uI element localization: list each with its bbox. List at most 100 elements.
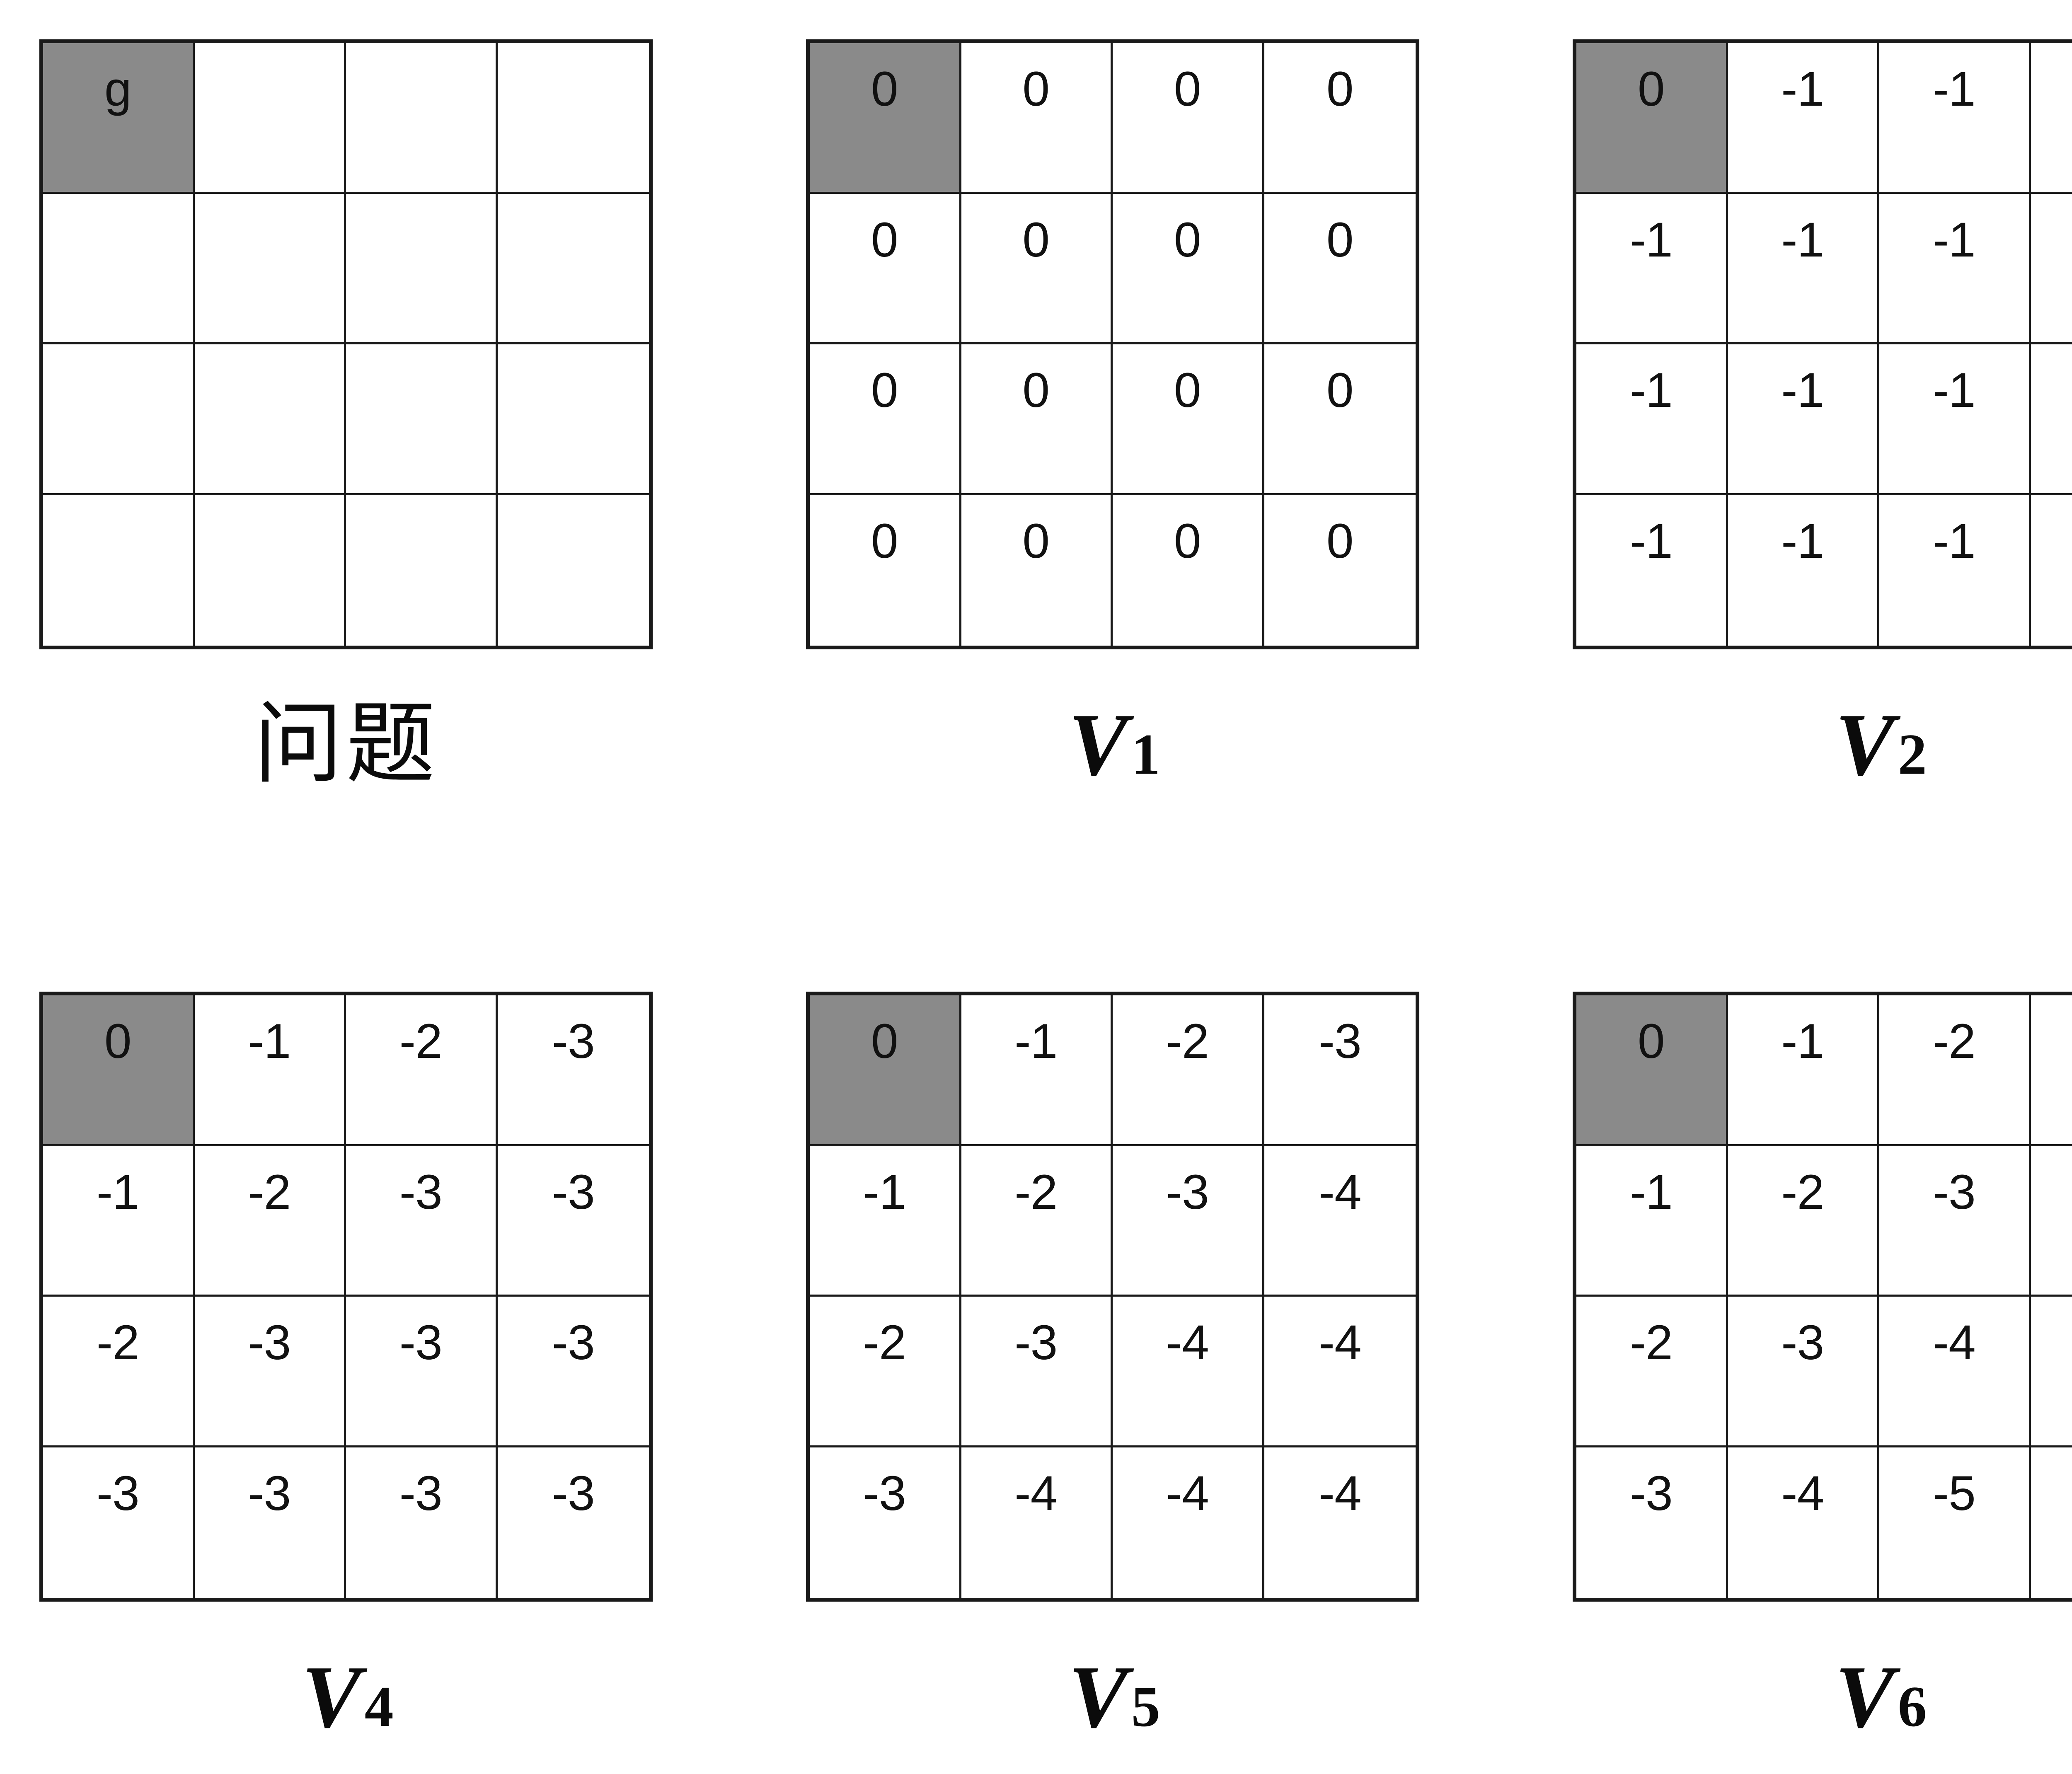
grid-cell-v4-r0-c1[interactable]: -1 (194, 995, 346, 1146)
grid-cell-v4-r3-c3[interactable]: -3 (497, 1447, 649, 1598)
grid-cell-v2-r1-c2[interactable]: -1 (1879, 194, 2031, 344)
grid-cell-v4-r0-c3[interactable]: -3 (497, 995, 649, 1146)
grid-cell-problem-r1-c3[interactable] (497, 194, 649, 344)
grid-cell-v5-r1-c0[interactable]: -1 (810, 1146, 961, 1297)
grid-cell-v2-r2-c1[interactable]: -1 (1728, 344, 1879, 495)
grid-cell-problem-r3-c2[interactable] (346, 495, 498, 646)
grid-cell-v1-r1-c2[interactable]: 0 (1113, 194, 1264, 344)
grid-cell-v6-r0-c0[interactable]: 0 (1576, 995, 1728, 1146)
grid-cell-v1-r0-c3[interactable]: 0 (1264, 43, 1416, 194)
grid-cell-v2-r1-c3[interactable]: -1 (2031, 194, 2072, 344)
grid-cell-v5-r3-c1[interactable]: -4 (961, 1447, 1113, 1598)
grid-cell-v6-r2-c0[interactable]: -2 (1576, 1297, 1728, 1447)
grid-cell-v1-r3-c0[interactable]: 0 (810, 495, 961, 646)
grid-cell-problem-r0-c3[interactable] (497, 43, 649, 194)
grid-cell-problem-r3-c0[interactable] (43, 495, 195, 646)
grid-cell-problem-r2-c0[interactable] (43, 344, 195, 495)
grid-cell-problem-r0-c2[interactable] (346, 43, 498, 194)
grid-cell-v6-r1-c3[interactable]: -4 (2031, 1146, 2072, 1297)
grid-cell-v2-r3-c1[interactable]: -1 (1728, 495, 1879, 646)
grid-cell-v1-r2-c3[interactable]: 0 (1264, 344, 1416, 495)
grid-cell-v5-r3-c2[interactable]: -4 (1113, 1447, 1264, 1598)
grid-cell-v4-r2-c3[interactable]: -3 (497, 1297, 649, 1447)
grid-cell-problem-r0-c0[interactable]: g (43, 43, 195, 194)
grid-cell-v4-r2-c2[interactable]: -3 (346, 1297, 498, 1447)
grid-cell-problem-r2-c1[interactable] (194, 344, 346, 495)
grid-cell-v4-r1-c2[interactable]: -3 (346, 1146, 498, 1297)
grid-cell-v6-r2-c3[interactable]: -5 (2031, 1297, 2072, 1447)
grid-cell-v1-r0-c2[interactable]: 0 (1113, 43, 1264, 194)
grid-cell-v5-r2-c1[interactable]: -3 (961, 1297, 1113, 1447)
grid-cell-v5-r0-c3[interactable]: -3 (1264, 995, 1416, 1146)
grid-cell-v5-r3-c0[interactable]: -3 (810, 1447, 961, 1598)
grid-cell-v2-r0-c2[interactable]: -1 (1879, 43, 2031, 194)
grid-cell-v1-r3-c3[interactable]: 0 (1264, 495, 1416, 646)
grid-cell-v6-r0-c3[interactable]: -3 (2031, 995, 2072, 1146)
grid-cell-v1-r2-c1[interactable]: 0 (961, 344, 1113, 495)
grid-cell-v1-r3-c2[interactable]: 0 (1113, 495, 1264, 646)
grid-cell-v5-r0-c0[interactable]: 0 (810, 995, 961, 1146)
grid-cell-v4-r3-c0[interactable]: -3 (43, 1447, 195, 1598)
grid-cell-v5-r2-c2[interactable]: -4 (1113, 1297, 1264, 1447)
grid-cell-v5-r1-c3[interactable]: -4 (1264, 1146, 1416, 1297)
grid-cell-v6-r0-c2[interactable]: -2 (1879, 995, 2031, 1146)
grid-cell-v5-r2-c0[interactable]: -2 (810, 1297, 961, 1447)
grid-cell-v6-r2-c2[interactable]: -4 (1879, 1297, 2031, 1447)
grid-cell-problem-r2-c2[interactable] (346, 344, 498, 495)
grid-cell-v4-r3-c2[interactable]: -3 (346, 1447, 498, 1598)
grid-cell-v2-r2-c2[interactable]: -1 (1879, 344, 2031, 495)
grid-cell-v2-r1-c1[interactable]: -1 (1728, 194, 1879, 344)
grid-cell-v1-r2-c2[interactable]: 0 (1113, 344, 1264, 495)
grid-cell-v2-r2-c3[interactable]: -1 (2031, 344, 2072, 495)
grid-cell-v6-r1-c0[interactable]: -1 (1576, 1146, 1728, 1297)
grid-cell-v5-r3-c3[interactable]: -4 (1264, 1447, 1416, 1598)
grid-cell-v6-r3-c1[interactable]: -4 (1728, 1447, 1879, 1598)
value-grid-v2: 0-1-1-1-1-1-1-1-1-1-1-1-1-1-1-1 (1573, 39, 2072, 649)
grid-cell-v4-r0-c0[interactable]: 0 (43, 995, 195, 1146)
grid-cell-v6-r2-c1[interactable]: -3 (1728, 1297, 1879, 1447)
grid-cell-v6-r1-c2[interactable]: -3 (1879, 1146, 2031, 1297)
grid-cell-problem-r1-c0[interactable] (43, 194, 195, 344)
grid-cell-v4-r1-c0[interactable]: -1 (43, 1146, 195, 1297)
grid-cell-v5-r1-c2[interactable]: -3 (1113, 1146, 1264, 1297)
grid-cell-problem-r2-c3[interactable] (497, 344, 649, 495)
grid-cell-v2-r3-c2[interactable]: -1 (1879, 495, 2031, 646)
grid-cell-v6-r3-c2[interactable]: -5 (1879, 1447, 2031, 1598)
grid-cell-problem-r3-c3[interactable] (497, 495, 649, 646)
grid-cell-v4-r2-c1[interactable]: -3 (194, 1297, 346, 1447)
grid-cell-v2-r0-c0[interactable]: 0 (1576, 43, 1728, 194)
grid-cell-v6-r1-c1[interactable]: -2 (1728, 1146, 1879, 1297)
grid-cell-v1-r0-c0[interactable]: 0 (810, 43, 961, 194)
grid-cell-v4-r0-c2[interactable]: -2 (346, 995, 498, 1146)
grid-cell-v6-r0-c1[interactable]: -1 (1728, 995, 1879, 1146)
grid-cell-v6-r3-c0[interactable]: -3 (1576, 1447, 1728, 1598)
grid-cell-v4-r3-c1[interactable]: -3 (194, 1447, 346, 1598)
grid-cell-problem-r0-c1[interactable] (194, 43, 346, 194)
grid-cell-v4-r1-c1[interactable]: -2 (194, 1146, 346, 1297)
grid-cell-v2-r0-c1[interactable]: -1 (1728, 43, 1879, 194)
grid-cell-v2-r1-c0[interactable]: -1 (1576, 194, 1728, 344)
grid-cell-v2-r0-c3[interactable]: -1 (2031, 43, 2072, 194)
grid-cell-v1-r2-c0[interactable]: 0 (810, 344, 961, 495)
grid-cell-v1-r1-c0[interactable]: 0 (810, 194, 961, 344)
grid-cell-v1-r0-c1[interactable]: 0 (961, 43, 1113, 194)
grid-cell-v4-r1-c3[interactable]: -3 (497, 1146, 649, 1297)
grid-cell-v2-r3-c0[interactable]: -1 (1576, 495, 1728, 646)
grid-cell-v2-r2-c0[interactable]: -1 (1576, 344, 1728, 495)
grid-cell-v1-r1-c3[interactable]: 0 (1264, 194, 1416, 344)
grid-cell-v4-r2-c0[interactable]: -2 (43, 1297, 195, 1447)
grid-cell-v6-r3-c3[interactable]: -5 (2031, 1447, 2072, 1598)
caption-text: 问题 (254, 695, 438, 794)
grid-cell-v5-r2-c3[interactable]: -4 (1264, 1297, 1416, 1447)
grid-cell-problem-r3-c1[interactable] (194, 495, 346, 646)
grid-cell-v1-r1-c1[interactable]: 0 (961, 194, 1113, 344)
grid-cell-v2-r3-c3[interactable]: -1 (2031, 495, 2072, 646)
grid-cell-problem-r1-c2[interactable] (346, 194, 498, 344)
grid-cell-v5-r0-c1[interactable]: -1 (961, 995, 1113, 1146)
grid-cell-v5-r0-c2[interactable]: -2 (1113, 995, 1264, 1146)
grid-cell-v5-r1-c1[interactable]: -2 (961, 1146, 1113, 1297)
grid-cell-v1-r3-c1[interactable]: 0 (961, 495, 1113, 646)
grid-cell-problem-r1-c1[interactable] (194, 194, 346, 344)
